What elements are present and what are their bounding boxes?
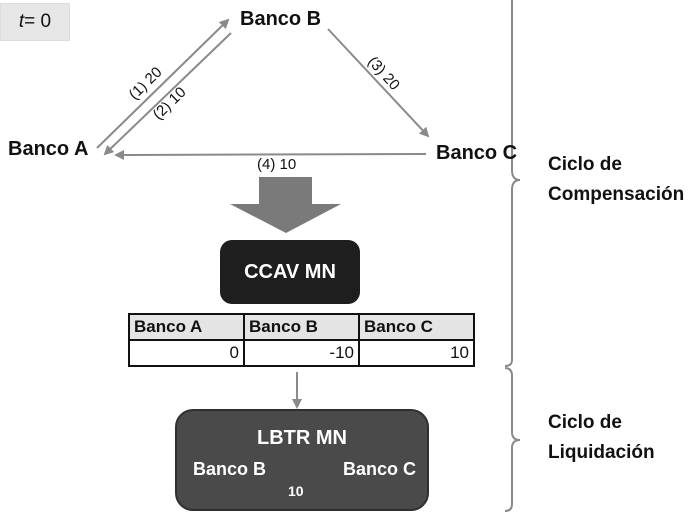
header-banco-a: Banco A <box>128 313 245 341</box>
header-banco-c: Banco C <box>358 313 475 341</box>
node-banco-c: Banco C <box>436 142 518 164</box>
lbtr-title: LBTR MN <box>257 427 347 449</box>
lbtr-to: Banco C <box>343 459 417 479</box>
arrow-b-to-c <box>327 28 430 138</box>
value-banco-a: 0 <box>128 339 245 367</box>
value-banco-c: 10 <box>358 339 475 367</box>
arrow-a-to-b <box>96 18 230 149</box>
ccav-box: CCAV MN <box>220 240 360 304</box>
table-header-row: Banco A Banco B Banco C <box>128 313 475 341</box>
compensation-cycle-label: Ciclo de Compensación <box>548 150 684 210</box>
ccav-title: CCAV MN <box>244 260 336 283</box>
header-banco-b: Banco B <box>243 313 360 341</box>
time-value: = 0 <box>24 11 52 32</box>
settlement-line2: Liquidación <box>548 442 655 463</box>
settlement-line1: Ciclo de <box>548 412 622 433</box>
edge-label-4: (4) 10 <box>257 156 297 173</box>
table-row: 0 -10 10 <box>128 339 475 367</box>
compensation-brace <box>504 0 521 367</box>
compensation-line1: Ciclo de <box>548 154 622 175</box>
node-banco-b: Banco B <box>240 8 322 30</box>
time-variable: t <box>18 11 25 32</box>
compensation-line2: Compensación <box>548 184 685 205</box>
block-arrow-down-icon <box>230 177 341 233</box>
time-badge: t = 0 <box>0 3 70 41</box>
lbtr-from: Banco B <box>193 459 267 479</box>
arrow-c-to-a <box>114 149 427 160</box>
value-banco-b: -10 <box>243 339 360 367</box>
balances-table: Banco A Banco B Banco C 0 -10 10 <box>128 313 475 367</box>
settlement-cycle-label: Ciclo de Liquidación <box>548 408 655 468</box>
lbtr-box: LBTR MN Banco B Banco C 10 <box>175 409 429 511</box>
lbtr-amount: 10 <box>288 483 304 499</box>
node-banco-a: Banco A <box>8 138 89 160</box>
arrow-b-to-a <box>103 32 232 156</box>
settlement-brace <box>504 367 521 512</box>
